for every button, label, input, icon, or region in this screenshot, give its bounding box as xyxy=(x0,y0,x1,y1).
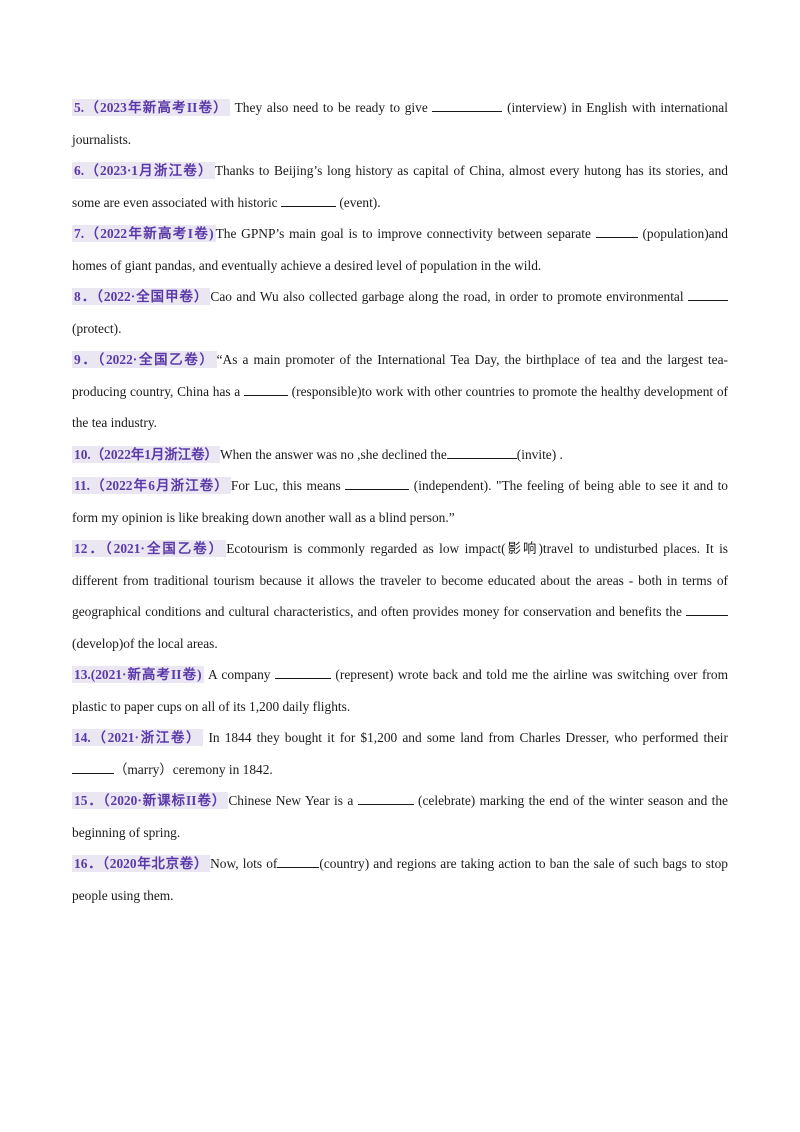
answer-blank[interactable] xyxy=(688,288,728,301)
question-text-after: (represent) wrote back and told me the a… xyxy=(72,667,729,714)
question-source-tag: 12．（2021·全国乙卷） xyxy=(72,540,227,557)
question-text-after: (celebrate) marking the end of the winte… xyxy=(72,793,728,840)
question-text-after: (interview) in English with internationa… xyxy=(72,100,728,147)
question-text-before: Cao and Wu also collected garbage along … xyxy=(210,289,688,304)
question-source-tag: 8．（2022·全国甲卷） xyxy=(72,288,211,305)
question-source-tag: 15．（2020·新课标II卷） xyxy=(72,792,229,809)
question-8: 8．（2022·全国甲卷）Cao and Wu also collected g… xyxy=(72,281,728,344)
question-10: 10.（2022年1月浙江卷）When the answer was no ,s… xyxy=(72,439,728,471)
answer-blank[interactable] xyxy=(446,446,517,459)
question-text-after: (responsible)to work with other countrie… xyxy=(72,383,729,431)
question-list: 5.（2023年新高考II卷） They also need to be rea… xyxy=(72,92,728,911)
answer-blank[interactable] xyxy=(243,383,288,396)
answer-blank[interactable] xyxy=(280,194,336,207)
question-source-tag: 14.（2021·浙江卷） xyxy=(72,729,204,746)
question-11: 11.（2022年6月浙江卷）For Luc, this means (inde… xyxy=(72,470,728,533)
question-5: 5.（2023年新高考II卷） They also need to be rea… xyxy=(72,92,728,155)
question-text-after: (event). xyxy=(335,194,381,210)
question-text-after: (independent). "The feeling of being abl… xyxy=(72,478,728,525)
question-text-after: (population)and homes of giant pandas, a… xyxy=(72,226,728,273)
answer-blank[interactable] xyxy=(277,855,320,868)
question-text-after: （marry）ceremony in 1842. xyxy=(114,761,273,777)
answer-blank[interactable] xyxy=(274,666,331,679)
question-13: 13.(2021·新高考II卷) A company (represent) w… xyxy=(72,659,728,722)
question-source-tag: 6.（2023·1月浙江卷） xyxy=(72,162,215,179)
question-source-tag: 7.（2022年新高考I卷) xyxy=(72,225,216,242)
question-9: 9．（2022·全国乙卷）“As a main promoter of the … xyxy=(72,344,728,439)
question-text-before: In 1844 they bought it for $1,200 and so… xyxy=(203,730,728,745)
answer-blank[interactable] xyxy=(686,603,728,616)
question-text-before: When the answer was no ,she declined the xyxy=(219,446,447,462)
question-text-after: (protect). xyxy=(72,320,122,336)
question-text-before: “As a main promoter of the International… xyxy=(72,352,728,399)
question-text-before: Now, lots of xyxy=(210,856,278,871)
answer-blank[interactable] xyxy=(357,792,414,805)
question-source-tag: 11.（2022年6月浙江卷） xyxy=(72,477,231,494)
question-text-before: They also need to be ready to give xyxy=(229,100,433,115)
question-text-after: (develop)of the local areas. xyxy=(72,635,218,651)
question-text-after: (invite) . xyxy=(516,446,563,462)
question-source-tag: 5.（2023年新高考II卷） xyxy=(72,99,230,116)
question-6: 6.（2023·1月浙江卷）Thanks to Beijing’s long h… xyxy=(72,155,728,218)
question-text-before: Chinese New Year is a xyxy=(228,793,358,808)
question-text-after: (country) and regions are taking action … xyxy=(72,856,728,903)
answer-blank[interactable] xyxy=(432,99,503,112)
question-text-before: A company xyxy=(203,667,275,682)
question-source-tag: 9．（2022·全国乙卷） xyxy=(72,351,217,368)
answer-blank[interactable] xyxy=(72,761,114,774)
question-text-before: Thanks to Beijing’s long history as capi… xyxy=(72,163,728,210)
question-text-before: For Luc, this means xyxy=(230,478,346,493)
question-source-tag: 16．（2020年北京卷） xyxy=(72,855,211,872)
question-12: 12．（2021·全国乙卷）Ecotourism is commonly reg… xyxy=(72,533,728,659)
question-source-tag: 10.（2022年1月浙江卷） xyxy=(72,445,220,463)
question-16: 16．（2020年北京卷）Now, lots of(country) and r… xyxy=(72,848,728,911)
question-7: 7.（2022年新高考I卷)The GPNP’s main goal is to… xyxy=(72,218,728,281)
answer-blank[interactable] xyxy=(595,225,638,238)
question-15: 15．（2020·新课标II卷）Chinese New Year is a (c… xyxy=(72,785,728,848)
question-text-before: Ecotourism is commonly regarded as low i… xyxy=(72,541,728,619)
answer-blank[interactable] xyxy=(345,477,410,490)
question-text-before: The GPNP’s main goal is to improve conne… xyxy=(215,226,596,241)
question-source-tag: 13.(2021·新高考II卷) xyxy=(72,666,204,683)
question-14: 14.（2021·浙江卷） In 1844 they bought it for… xyxy=(72,722,728,785)
